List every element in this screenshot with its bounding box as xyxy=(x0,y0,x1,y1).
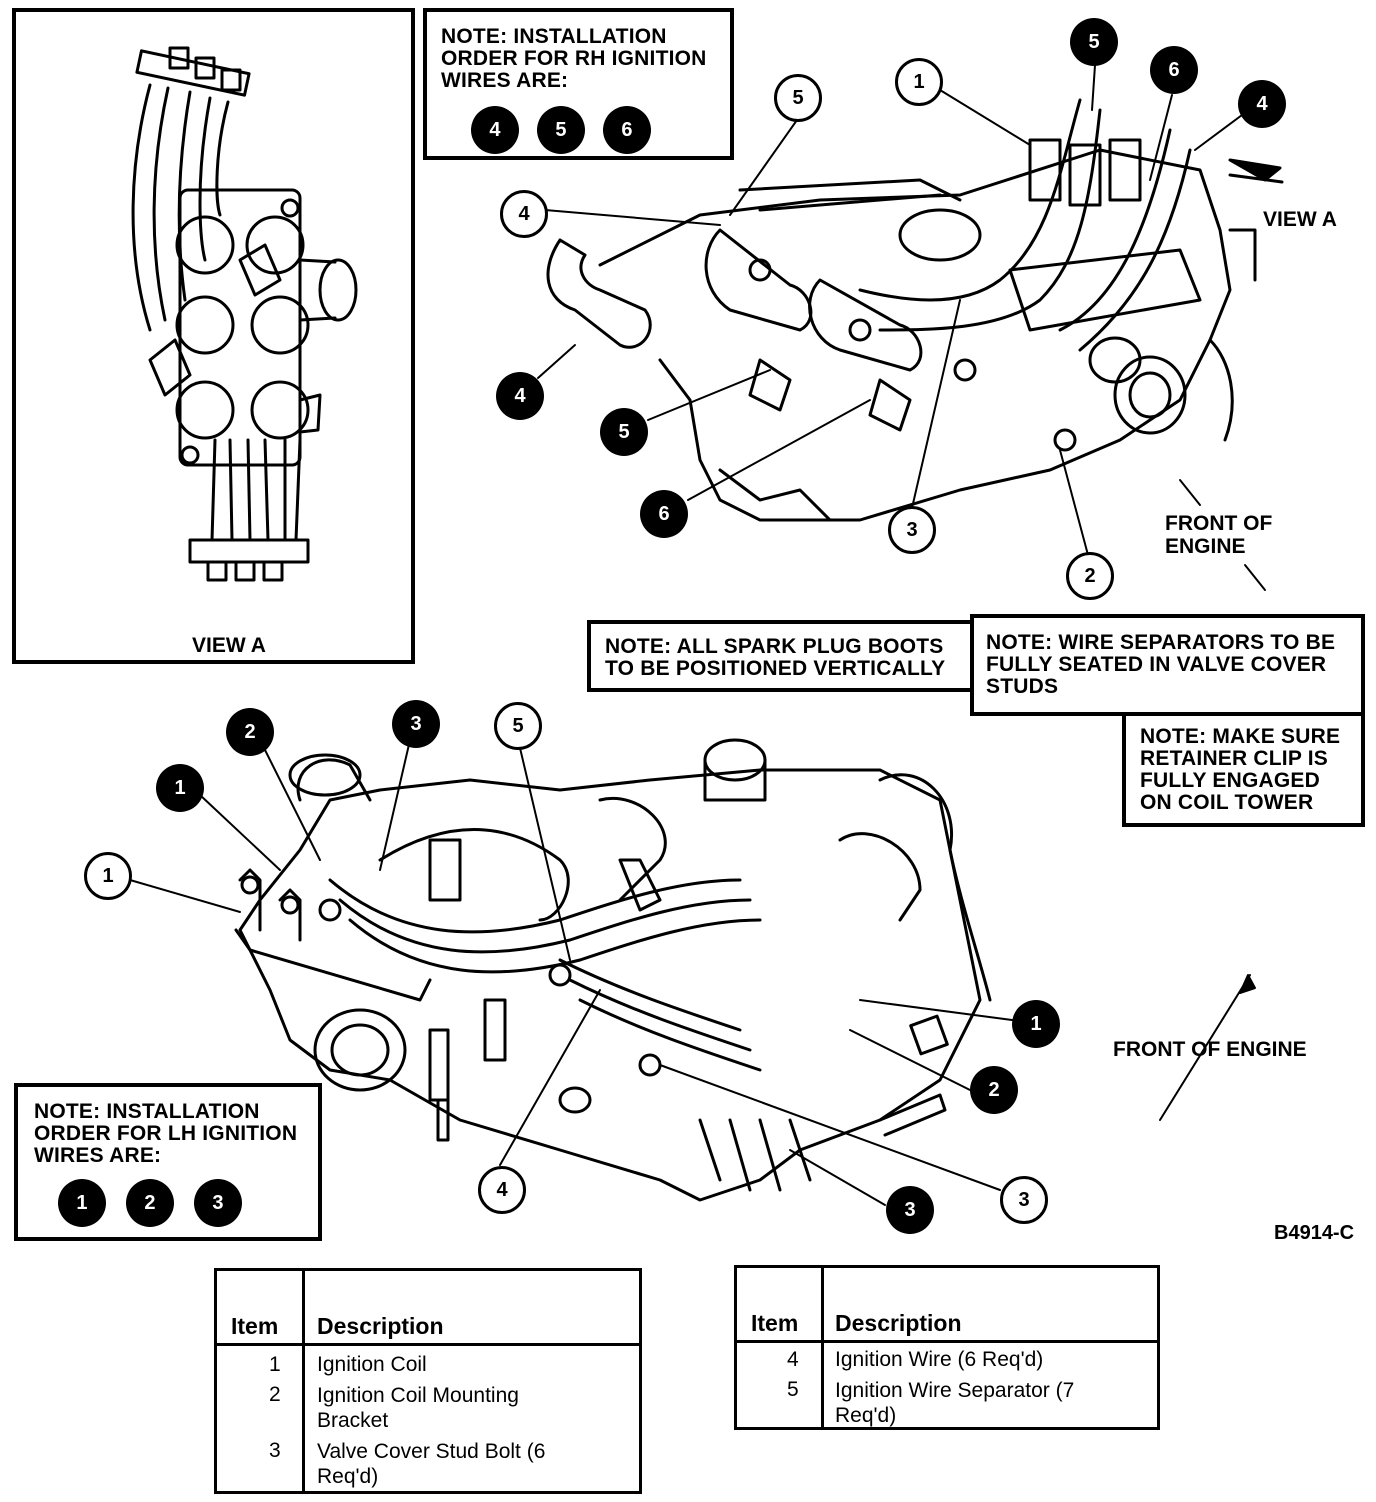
legend-right-item-header: Item xyxy=(751,1310,799,1336)
legend-right-description-header: Description xyxy=(835,1310,962,1336)
note-separators-text: NOTE: WIRE SEPARATORS TO BE FULLY SEATED… xyxy=(986,631,1336,698)
note-rh-text: NOTE: INSTALLATION ORDER FOR RH IGNITION… xyxy=(441,25,707,92)
legend-left-header-rule xyxy=(217,1343,639,1346)
callout-valve-cover-stud: 3 xyxy=(1000,1176,1048,1224)
callout-ignition-coil: 1 xyxy=(84,852,132,900)
note-spark-plug-boots: NOTE: ALL SPARK PLUG BOOTS TO BE POSITIO… xyxy=(587,620,975,692)
legend-left: Item Description 1 Ignition Coil 2 Ignit… xyxy=(214,1268,642,1494)
legend-right-divider xyxy=(821,1268,824,1427)
rh-sequence: 4 5 6 xyxy=(471,106,671,158)
view-a-arrow-label: VIEW A xyxy=(1263,208,1337,231)
legend-right-header-rule xyxy=(737,1340,1157,1343)
lh-engine-drawing xyxy=(234,738,992,1202)
callout-ignition-wire: 4 xyxy=(500,190,548,238)
figure-id: B4914-C xyxy=(1274,1222,1355,1244)
note-lh-installation-order: NOTE: INSTALLATION ORDER FOR LH IGNITION… xyxy=(14,1083,322,1241)
callout-ignition-coil: 1 xyxy=(895,58,943,106)
callout-wire-5: 5 xyxy=(600,408,648,456)
legend-item-description: Ignition Coil xyxy=(317,1353,427,1376)
note-rh-installation-order: NOTE: INSTALLATION ORDER FOR RH IGNITION… xyxy=(423,8,734,160)
legend-item-number: 3 xyxy=(269,1439,281,1462)
legend-item-number: 1 xyxy=(269,1353,281,1376)
callout-wire-4: 4 xyxy=(496,372,544,420)
lh-sequence-callout: 1 xyxy=(58,1179,106,1227)
legend-left-description-header: Description xyxy=(317,1313,444,1339)
callout-wire-1: 1 xyxy=(156,764,204,812)
front-of-engine-label-top: FRONT OF ENGINE xyxy=(1165,512,1273,558)
lh-sequence-callout: 3 xyxy=(194,1179,242,1227)
note-lh-text: NOTE: INSTALLATION ORDER FOR LH IGNITION… xyxy=(34,1100,298,1167)
rh-leader-lines xyxy=(537,64,1266,591)
callout-wire-3: 3 xyxy=(392,700,440,748)
legend-left-item-header: Item xyxy=(231,1313,279,1339)
legend-item-number: 5 xyxy=(787,1378,799,1401)
view-a-panel: VIEW A xyxy=(12,8,415,664)
rh-sequence-callout: 4 xyxy=(471,106,519,154)
callout-wire-3: 3 xyxy=(886,1186,934,1234)
rh-sequence-callout: 6 xyxy=(603,106,651,154)
note-boots-text: NOTE: ALL SPARK PLUG BOOTS TO BE POSITIO… xyxy=(605,635,946,680)
rh-engine-drawing xyxy=(546,98,1284,522)
legend-item-number: 4 xyxy=(787,1348,799,1371)
legend-left-divider xyxy=(302,1271,305,1491)
legend-right: Item Description 4 Ignition Wire (6 Req'… xyxy=(734,1265,1160,1430)
front-of-engine-label-bottom: FRONT OF ENGINE xyxy=(1113,1038,1307,1061)
callout-ignition-wire: 4 xyxy=(478,1166,526,1214)
note-retainer-clip: NOTE: MAKE SURE RETAINER CLIP IS FULLY E… xyxy=(1122,712,1365,827)
legend-item-description: Valve Cover Stud Bolt (6 Req'd) xyxy=(317,1440,546,1488)
callout-wire-separator: 5 xyxy=(774,74,822,122)
rh-sequence-callout: 5 xyxy=(537,106,585,154)
lh-sequence-callout: 2 xyxy=(126,1179,174,1227)
lh-leader-lines xyxy=(129,739,1256,1206)
callout-coil-bracket: 2 xyxy=(1066,552,1114,600)
callout-wire-6: 6 xyxy=(1150,46,1198,94)
callout-wire-6: 6 xyxy=(640,490,688,538)
legend-item-number: 2 xyxy=(269,1383,281,1406)
view-a-caption: VIEW A xyxy=(192,634,266,657)
callout-wire-separator: 5 xyxy=(494,702,542,750)
callout-valve-cover-stud: 3 xyxy=(888,506,936,554)
note-retainer-text: NOTE: MAKE SURE RETAINER CLIP IS FULLY E… xyxy=(1140,725,1341,814)
note-wire-separators: NOTE: WIRE SEPARATORS TO BE FULLY SEATED… xyxy=(970,614,1365,716)
legend-item-description: Ignition Wire (6 Req'd) xyxy=(835,1348,1044,1371)
legend-item-description: Ignition Wire Separator (7 Req'd) xyxy=(835,1379,1075,1427)
callout-wire-2: 2 xyxy=(970,1066,1018,1114)
callout-wire-4: 4 xyxy=(1238,80,1286,128)
callout-wire-5: 5 xyxy=(1070,18,1118,66)
lh-sequence: 1 2 3 xyxy=(58,1179,258,1231)
callout-wire-1: 1 xyxy=(1012,1000,1060,1048)
legend-item-description: Ignition Coil Mounting Bracket xyxy=(317,1384,519,1432)
callout-wire-2: 2 xyxy=(226,708,274,756)
